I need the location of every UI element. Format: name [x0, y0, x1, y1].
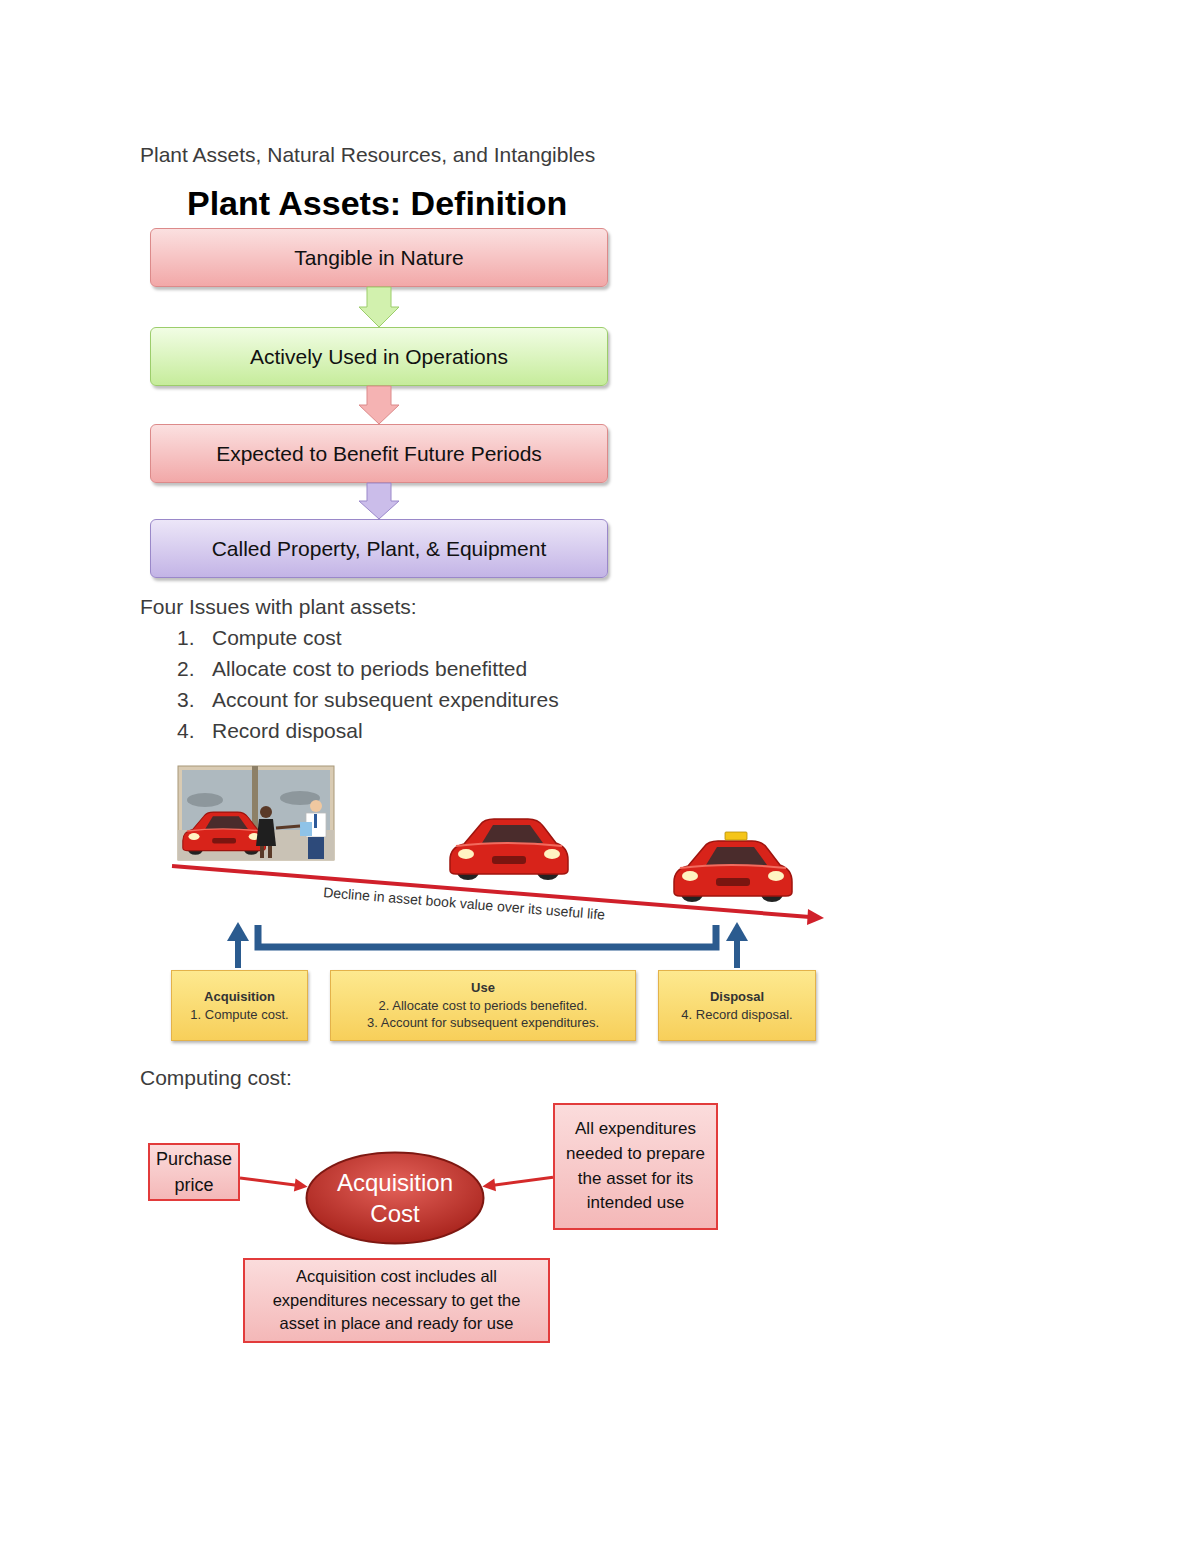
box-label: All expenditures needed to prepare the a… [561, 1117, 710, 1216]
stage-box: Disposal4. Record disposal. [658, 970, 816, 1041]
list-item: Record disposal [212, 718, 363, 743]
list-item: Allocate cost to periods benefitted [212, 656, 527, 681]
arrow-head [294, 1179, 308, 1192]
person-tie [314, 814, 317, 828]
box-label: Purchase price [156, 1146, 232, 1198]
person-leg [260, 846, 264, 858]
connector-line [493, 1177, 553, 1185]
ellipse-outline [305, 1151, 485, 1245]
window-car [187, 793, 223, 807]
timeline-arrow [235, 938, 241, 968]
list-number: 4. [177, 718, 195, 743]
taxi-car [674, 841, 792, 902]
process-box: Actively Used in Operations [150, 327, 608, 386]
list-item: Compute cost [212, 625, 342, 650]
stage-box: Use2. Allocate cost to periods benefited… [330, 970, 636, 1041]
callout-box: Purchase price [148, 1143, 240, 1201]
section-heading: Plant Assets: Definition [187, 183, 567, 224]
box-label: Acquisition cost includes all expenditur… [251, 1265, 542, 1337]
list-item: Account for subsequent expenditures [212, 687, 559, 712]
box-label: Acquisition [204, 988, 275, 1006]
person-head [260, 806, 272, 818]
arrow-connector [482, 1177, 553, 1191]
line-caption: Decline in asset book value over its use… [323, 884, 606, 923]
process-box: Tangible in Nature [150, 228, 608, 287]
timeline-arrow-head [726, 922, 748, 941]
ellipse-shape [307, 1153, 484, 1244]
box-label: Acquisition Cost [327, 1167, 463, 1229]
person-pants [308, 837, 324, 859]
dealer-car [183, 812, 266, 855]
callout-box: All expenditures needed to prepare the a… [553, 1103, 718, 1230]
used-car [450, 819, 568, 880]
box-label: Expected to Benefit Future Periods [216, 441, 542, 466]
use-bracket [258, 925, 716, 947]
showroom-wall [178, 766, 334, 860]
taxi-sign [725, 832, 747, 840]
box-label: Tangible in Nature [294, 245, 463, 270]
stage-box: Acquisition1. Compute cost. [171, 970, 308, 1041]
list-number: 3. [177, 687, 195, 712]
block-arrow [359, 483, 399, 519]
box-label: Use [471, 979, 495, 997]
callout-box: Acquisition cost includes all expenditur… [243, 1258, 550, 1343]
box-body: 2. Allocate cost to periods benefited. [379, 997, 588, 1015]
connector-line [240, 1178, 297, 1185]
person-leg [268, 846, 272, 858]
list-heading: Four Issues with plant assets: [140, 594, 417, 619]
process-box: Called Property, Plant, & Equipment [150, 519, 608, 578]
box-body: 3. Account for subsequent expenditures. [367, 1014, 599, 1032]
arrow-connector [240, 1178, 308, 1192]
person-head [310, 800, 322, 812]
arrow-head [482, 1178, 496, 1191]
box-label: Actively Used in Operations [250, 344, 508, 369]
person-body [256, 819, 276, 846]
timeline-arrow [734, 938, 740, 968]
handshake [276, 826, 300, 828]
concept-ellipse: Acquisition Cost [305, 1151, 485, 1245]
value-decline-head [807, 909, 824, 925]
process-box: Expected to Benefit Future Periods [150, 424, 608, 483]
page-title: Plant Assets, Natural Resources, and Int… [140, 142, 595, 167]
dealership-scene [178, 766, 334, 860]
box-body: 1. Compute cost. [190, 1006, 288, 1024]
box-body: 4. Record disposal. [681, 1006, 792, 1024]
timeline-arrow-head [227, 922, 249, 941]
box-label: Disposal [710, 988, 764, 1006]
list-number: 1. [177, 625, 195, 650]
list-number: 2. [177, 656, 195, 681]
block-arrow [359, 287, 399, 327]
box-label: Called Property, Plant, & Equipment [212, 536, 547, 561]
window-divider [252, 766, 258, 830]
person-folder [300, 822, 312, 836]
block-arrow [359, 386, 399, 424]
section-heading: Computing cost: [140, 1065, 292, 1090]
